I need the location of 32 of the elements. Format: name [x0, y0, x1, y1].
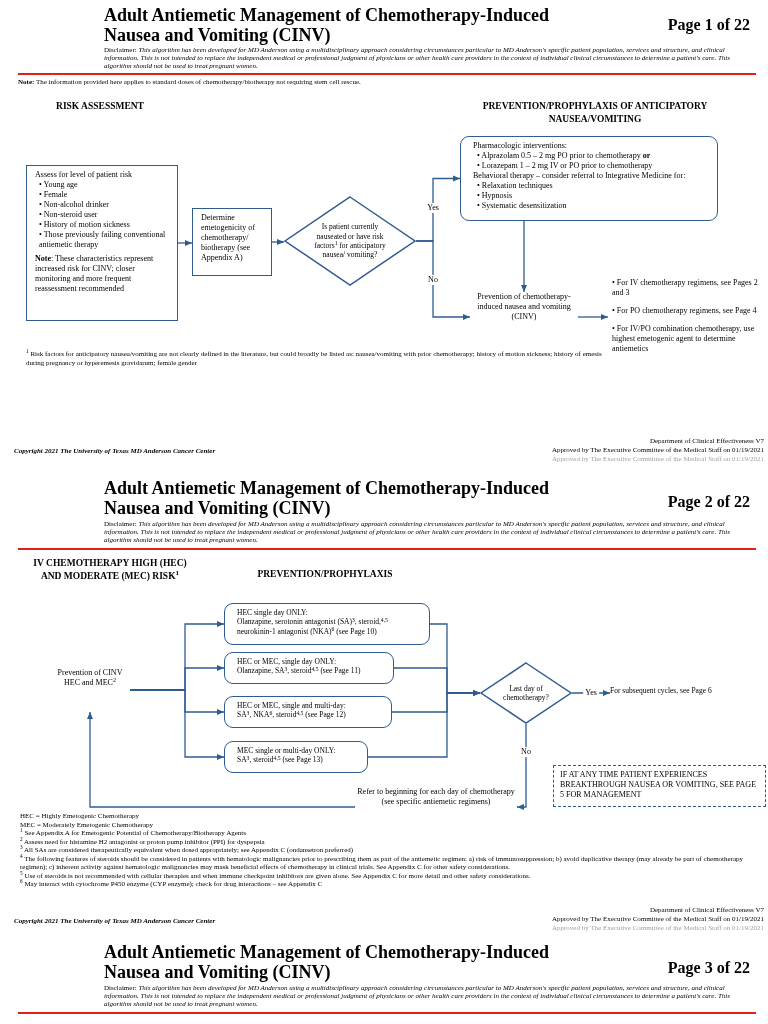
section-heading: RISK ASSESSMENT [55, 100, 145, 113]
process-box: Determine emetogenicity of chemotherapy/ biotherapy (see Appendix A) [192, 208, 272, 276]
arrow [415, 240, 471, 320]
page-title: Adult Antiemetic Management of Chemotherapy-Induced Nausea and Vomiting (CINV) [104, 5, 550, 45]
process-text: Refer to beginning for each day of chemotherapy (see specific antiemetic regimens) [355, 787, 517, 827]
edge-label: Yes [425, 203, 441, 213]
risk-assessment-box: Assess for level of patient risk • Young age • Female • Non-alcohol drinker • Non-steroid user • History of motion sickness • Those previously failing conventional antiemetic therapy Note: These characteristics represent increased risk for CINV; closer monitoring and more frequent reassessment recommended [26, 165, 178, 321]
regimen-list: • For IV chemotherapy regimens, see Pages 2 and 3 • For PO chemotherapy regimens, see Page 4 • For IV/PO combination chemotherapy, use highest emetogenic agent to determine antiemetics [608, 278, 764, 378]
section-heading: PREVENTION/PROPHYLAXIS [256, 568, 394, 581]
arrow [87, 711, 356, 808]
intervention-box: Pharmacologic interventions: • Alprazolam 0.5 – 2 mg PO prior to chemotherapy or • Lorazepam 1 – 2 mg IV or PO prior to chemotherapy Behavioral therapy – consider referral to Integrative Medicine for: • Relaxation techniques • Hypnosis • Systematic desensitization [460, 136, 718, 221]
arrow [577, 314, 609, 320]
arrow [129, 689, 225, 760]
arrow [516, 723, 527, 810]
page-number: Page 3 of 22 [666, 958, 750, 979]
warning-box: IF AT ANY TIME PATIENT EXPERIENCES BREAKTHROUGH NAUSEA OR VOMITING, SEE PAGE 5 FOR MANAGEMENT [553, 765, 766, 807]
edge-label: Yes [583, 688, 599, 698]
section-heading: PREVENTION/PROPHYLAXIS OF ANTICIPATORY NAUSEA/VOMITING [481, 100, 709, 126]
page-number: Page 1 of 22 [666, 15, 750, 36]
arrow [367, 690, 481, 758]
page-number: Page 2 of 22 [666, 492, 750, 513]
arrow [271, 239, 285, 245]
process-text: Prevention of chemotherapy-induced nausea and vomiting (CINV) [470, 292, 578, 342]
page-title: Adult Antiemetic Management of Chemotherapy-Induced Nausea and Vomiting (CINV) [104, 478, 550, 518]
arrow [571, 690, 611, 696]
start-text: Prevention of CINV HEC and MEC$^{2}$ [50, 668, 130, 712]
arrow [521, 220, 527, 293]
edge-label: No [519, 747, 533, 757]
edge-label: No [426, 275, 440, 285]
section-heading: IV CHEMOTHERAPY HIGH (HEC) AND MODERATE (MEC) RISK$^{1}$ [32, 557, 188, 583]
arrow [177, 240, 193, 246]
page-title: Adult Antiemetic Management of Chemotherapy-Induced Nausea and Vomiting (CINV) [104, 942, 550, 982]
